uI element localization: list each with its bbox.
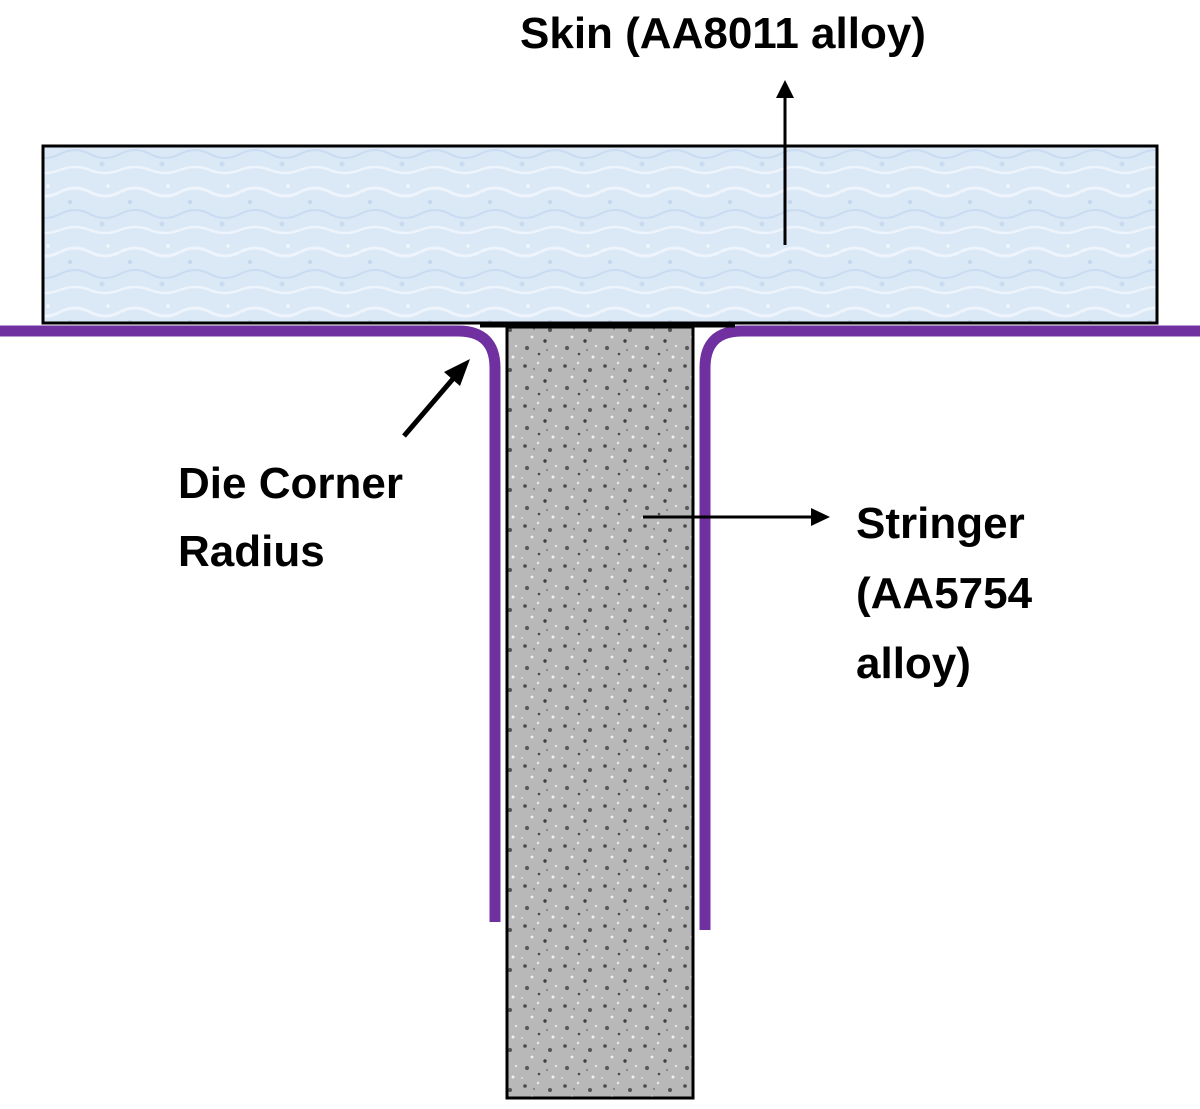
skin-plate bbox=[41, 144, 1159, 325]
die-profile bbox=[0, 325, 1200, 930]
stringer-label-line-1: Stringer bbox=[856, 499, 1025, 548]
die-corner-label-line-2: Radius bbox=[178, 527, 325, 576]
skin-label: Skin (AA8011 alloy) bbox=[520, 9, 926, 58]
die-corner-arrow-head bbox=[444, 359, 470, 386]
die-corner-label-line-1: Die Corner bbox=[178, 459, 403, 508]
stringer-arrow-head bbox=[811, 508, 830, 526]
stringer-label-line-3: alloy) bbox=[856, 639, 971, 688]
stringer-bar bbox=[505, 325, 695, 1100]
stringer-label-line-2: (AA5754 bbox=[856, 569, 1033, 618]
skin-arrow-head bbox=[776, 80, 794, 98]
die-corner-arrow-shaft bbox=[402, 371, 460, 438]
